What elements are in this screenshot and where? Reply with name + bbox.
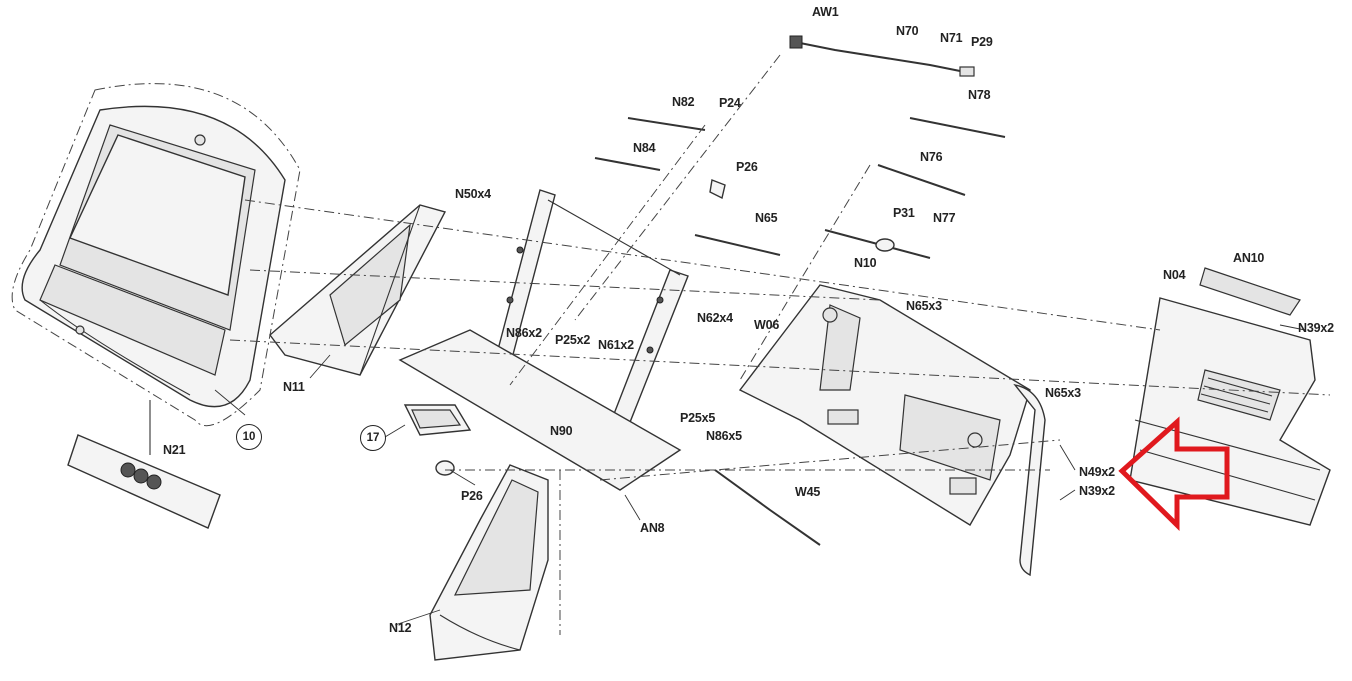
label-AN10: AN10 (1233, 251, 1265, 265)
label-W45: W45 (795, 485, 821, 499)
label-N65: N65 (755, 211, 778, 225)
label-N39x2-mid: N39x2 (1079, 484, 1115, 498)
label-P25x5: P25x5 (680, 411, 716, 425)
label-P29: P29 (971, 35, 993, 49)
center-bracket-frame (398, 189, 689, 491)
callout-10: 10 (236, 424, 262, 450)
label-N86x5: N86x5 (706, 429, 742, 443)
lower-cover-part-N12 (429, 464, 549, 661)
label-N90: N90 (550, 424, 573, 438)
label-W06: W06 (754, 318, 780, 332)
console-frame-part-10 (11, 83, 301, 427)
label-P26-top: P26 (736, 160, 758, 174)
label-AN8: AN8 (640, 521, 665, 535)
assembly-leader-lines (229, 54, 1331, 635)
label-N49x2: N49x2 (1079, 465, 1115, 479)
label-N39x2-right: N39x2 (1298, 321, 1334, 335)
label-P31: P31 (893, 206, 915, 220)
label-N65x3-mid: N65x3 (1045, 386, 1081, 400)
label-N50x4: N50x4 (455, 187, 491, 201)
label-N21: N21 (163, 443, 186, 457)
side-cover-part-N11 (269, 204, 447, 376)
label-leaders (214, 324, 1306, 626)
rear-housing-part-N10 (738, 284, 1031, 526)
left-arrow-outline-icon (1118, 416, 1230, 531)
label-N12: N12 (389, 621, 412, 635)
label-N65x3-top: N65x3 (906, 299, 942, 313)
cables (594, 35, 1006, 546)
label-P26-bottom: P26 (461, 489, 483, 503)
label-N78: N78 (968, 88, 991, 102)
label-N71: N71 (940, 31, 963, 45)
label-AW1: AW1 (812, 5, 839, 19)
callout-17: 17 (360, 425, 386, 451)
label-N86x2: N86x2 (506, 326, 542, 340)
label-P24: P24 (719, 96, 741, 110)
label-N11: N11 (283, 380, 305, 394)
label-N70: N70 (896, 24, 919, 38)
label-N82: N82 (672, 95, 695, 109)
label-N62x4: N62x4 (697, 311, 733, 325)
label-P25x2: P25x2 (555, 333, 591, 347)
right-trim-part (1013, 383, 1046, 577)
button-plate-part-N21 (67, 400, 221, 529)
motor-part-17 (403, 404, 472, 476)
label-N84: N84 (633, 141, 656, 155)
label-N77: N77 (933, 211, 956, 225)
label-N61x2: N61x2 (598, 338, 634, 352)
label-N10: N10 (854, 256, 877, 270)
rear-cover-part-N04 (1129, 267, 1331, 526)
label-N76: N76 (920, 150, 943, 164)
label-N04: N04 (1163, 268, 1186, 282)
